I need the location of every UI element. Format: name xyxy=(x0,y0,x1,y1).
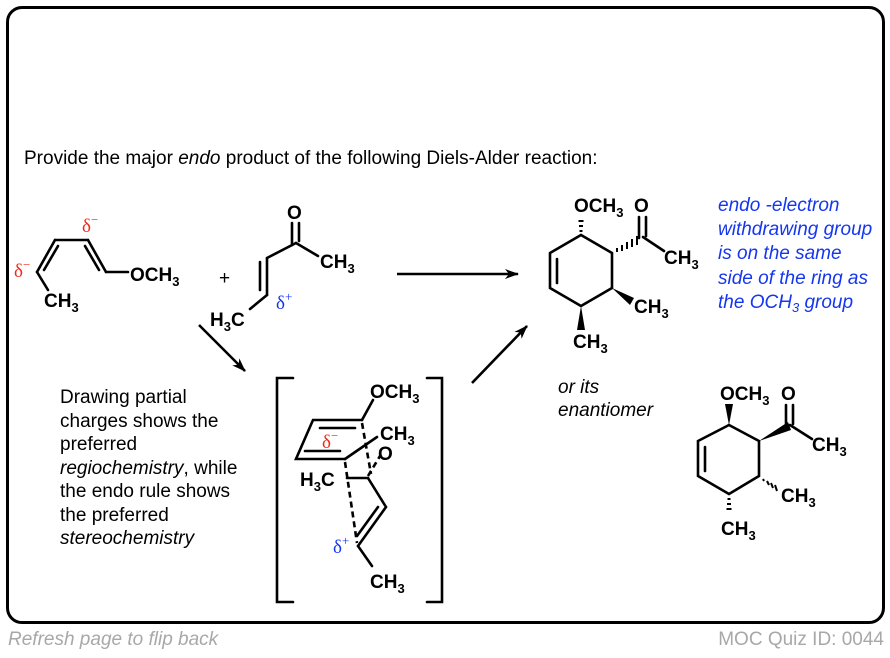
enantiomer-ch3-label: CH3 xyxy=(781,486,816,510)
question-prefix: Provide the major xyxy=(24,148,179,169)
forming-bond-dashed xyxy=(343,461,359,544)
product-acetyl-ch3-label: CH3 xyxy=(664,248,699,272)
transition-state: OCH3 CH3 O H3C CH3 δ− δ+ xyxy=(275,376,444,604)
right-bracket xyxy=(425,376,444,604)
product-structure: OCH3 O CH3 CH3 CH3 xyxy=(548,196,699,356)
wedge-bond xyxy=(759,422,791,441)
product-ch3-label: CH3 xyxy=(634,297,669,321)
wedge-bond xyxy=(612,288,634,305)
hashed-bond xyxy=(726,498,732,510)
hashed-bond xyxy=(762,478,778,492)
diene-ch3-label: CH3 xyxy=(44,291,79,315)
enantiomer-acetyl-ch3-label: CH3 xyxy=(812,435,847,459)
wedge-bond xyxy=(577,306,585,330)
left-bracket xyxy=(275,376,295,604)
enantiomer-structure: OCH3 O CH3 CH3 CH3 xyxy=(696,384,847,543)
ts-bond xyxy=(356,505,388,548)
partial-charge-positive: δ+ xyxy=(276,289,292,314)
cyclohexene-ring xyxy=(548,233,614,308)
dienophile-ch3-label: CH3 xyxy=(320,252,355,276)
endo-note: endo -electron withdrawing group is on t… xyxy=(718,194,878,315)
ts-diene-bonds xyxy=(294,418,364,461)
ts-bond xyxy=(356,544,374,568)
ts-carbonyl-dashed xyxy=(366,455,382,477)
partial-charge-negative: δ− xyxy=(82,212,98,237)
dienophile-bond xyxy=(248,293,269,311)
forming-bond-dashed xyxy=(360,422,373,475)
enantiomer-bond xyxy=(788,423,814,441)
dienophile-bond xyxy=(265,241,298,260)
caption-line: or its xyxy=(558,377,600,398)
enantiomer-ch3-label: CH3 xyxy=(721,519,756,543)
diene-double-bond-inner xyxy=(42,244,60,272)
diene-bond xyxy=(86,238,108,274)
note-emphasis: regiochemistry xyxy=(60,457,184,479)
wedge-bond xyxy=(725,404,733,425)
plus-sign: + xyxy=(219,268,230,289)
ts-partial-charge-negative: δ− xyxy=(322,428,338,453)
ts-oxygen-label: O xyxy=(378,444,393,465)
ts-partial-charge-positive: δ+ xyxy=(333,533,349,558)
product-ch3-label: CH3 xyxy=(573,332,608,356)
ts-ch3-label: CH3 xyxy=(380,424,415,448)
ts-ch3-label: CH3 xyxy=(370,572,405,596)
ts-och3-label: OCH3 xyxy=(370,382,419,406)
cyclohexene-ring xyxy=(696,423,761,496)
arrow-to-product xyxy=(471,325,528,384)
dienophile-structure: O CH3 H3C δ+ xyxy=(210,203,355,334)
carbonyl-oxygen-label: O xyxy=(287,203,302,224)
question-text: Provide the major endo product of the fo… xyxy=(24,148,598,170)
arrow-to-transition-state xyxy=(198,324,246,372)
hashed-bond xyxy=(616,236,638,252)
ts-bond xyxy=(360,398,375,422)
endo-note-tail: group xyxy=(799,291,854,313)
endo-note-sub: 3 xyxy=(791,299,800,315)
diene-bond xyxy=(35,238,57,274)
diene-bond xyxy=(35,270,50,292)
quiz-id: MOC Quiz ID: 0044 xyxy=(718,629,884,650)
diene-double-bond-inner xyxy=(83,244,101,272)
dienophile-bond xyxy=(294,241,320,258)
refresh-hint: Refresh page to flip back xyxy=(8,629,219,650)
caption-line: enantiomer xyxy=(558,400,654,421)
note-emphasis: stereochemistry xyxy=(60,528,195,549)
ts-bond xyxy=(343,435,379,461)
question-emphasis: endo xyxy=(178,148,221,169)
enantiomer-och3-label: OCH3 xyxy=(720,384,769,408)
hashed-bond xyxy=(578,220,584,232)
explanation-note: Drawing partial charges shows the prefer… xyxy=(60,386,240,551)
endo-note-text: endo -electron withdrawing group is on t… xyxy=(718,195,873,313)
note-text: Drawing partial charges shows the prefer… xyxy=(60,387,219,455)
ts-double-bond-inner xyxy=(355,505,380,538)
quiz-card[interactable] xyxy=(6,6,885,624)
diene-structure: OCH3 CH3 δ− δ− xyxy=(14,212,179,315)
question-suffix: product of the following Diels-Alder rea… xyxy=(220,148,598,169)
ts-h3c-label: H3C xyxy=(300,470,335,494)
product-carbonyl-o-label: O xyxy=(634,196,649,217)
endo-note-och: OCH xyxy=(749,291,792,313)
product-bond xyxy=(641,235,666,253)
product-och3-label: OCH3 xyxy=(574,196,623,220)
dienophile-h3c-label: H3C xyxy=(210,310,245,334)
diene-och3-label: OCH3 xyxy=(130,265,179,289)
partial-charge-negative: δ− xyxy=(14,257,30,282)
note-text: , while the endo rule shows the preferre… xyxy=(60,457,238,526)
enantiomer-carbonyl-o-label: O xyxy=(781,384,796,405)
ts-bond xyxy=(366,476,388,509)
